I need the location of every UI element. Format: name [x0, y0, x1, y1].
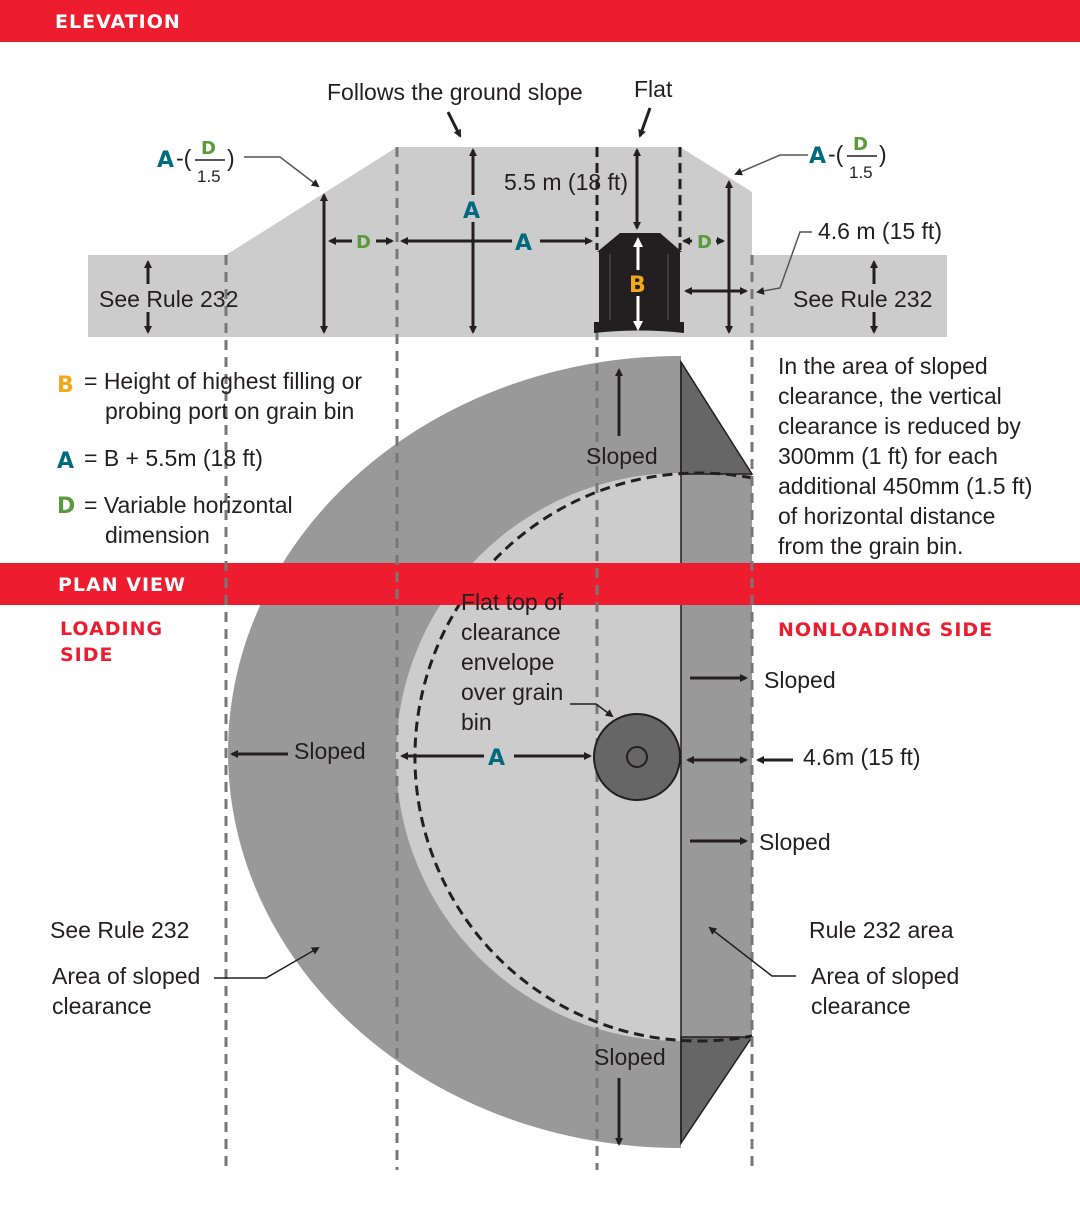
sloped-left-label: Sloped — [294, 738, 366, 764]
svg-text:clearance: clearance — [461, 619, 561, 645]
svg-text:from the grain bin.: from the grain bin. — [778, 533, 963, 559]
legend-a-text: = B + 5.5m (18 ft) — [84, 445, 263, 471]
legend-b-key: B — [57, 373, 74, 398]
svg-text:D: D — [201, 138, 216, 159]
sloped-corner-bottom — [680, 1036, 754, 1146]
svg-text:300mm (1 ft) for each: 300mm (1 ft) for each — [778, 443, 998, 469]
legend-d-line2: dimension — [105, 522, 210, 548]
sloped-bottom-label: Sloped — [594, 1044, 666, 1070]
svg-text:clearance, the vertical: clearance, the vertical — [778, 383, 1002, 409]
area-sloped-left-1: Area of sloped — [52, 963, 200, 989]
svg-text:D: D — [853, 134, 868, 155]
sloped-right-lower-label: Sloped — [759, 829, 831, 855]
a-vertical-label: A — [463, 199, 480, 224]
svg-text:1.5: 1.5 — [849, 163, 873, 182]
flat-label: Flat — [634, 76, 673, 102]
plan-view-header: PLAN VIEW — [58, 574, 186, 596]
elevation-header-bar — [0, 0, 1080, 42]
svg-text:envelope: envelope — [461, 649, 554, 675]
svg-text:In the area of sloped: In the area of sloped — [778, 353, 988, 379]
svg-text:over grain: over grain — [461, 679, 563, 705]
nonloading-side-label: NONLOADING SIDE — [778, 619, 993, 641]
sloped-right-upper-label: Sloped — [764, 667, 836, 693]
b-dimension-label: B — [629, 273, 646, 298]
area-sloped-right-1: Area of sloped — [811, 963, 959, 989]
legend-b-line1: = Height of highest filling or — [84, 368, 362, 394]
legend-a-key: A — [57, 449, 74, 474]
loading-side-label-2: SIDE — [60, 644, 114, 666]
a-horizontal-label: A — [515, 231, 532, 256]
grain-bin-elevation — [594, 233, 684, 333]
svg-text:-(: -( — [828, 141, 844, 167]
svg-text:bin: bin — [461, 709, 492, 735]
formula-right: A -( D 1.5 ) — [809, 134, 887, 182]
svg-text:additional 450mm (1.5 ft): additional 450mm (1.5 ft) — [778, 473, 1032, 499]
area-sloped-left-2: clearance — [52, 993, 152, 1019]
svg-text:Flat top of: Flat top of — [461, 589, 564, 615]
plan-sloped-area — [228, 356, 681, 1148]
d-right-label: D — [697, 232, 712, 253]
see-rule-232-plan: See Rule 232 — [50, 917, 189, 943]
d-left-label: D — [356, 232, 371, 253]
see-rule-232-left: See Rule 232 — [99, 286, 238, 312]
legend-d-line1: = Variable horizontal — [84, 492, 293, 518]
legend-b-line2: probing port on grain bin — [105, 398, 354, 424]
svg-text:): ) — [879, 141, 887, 167]
sloped-clearance-note: In the area of sloped clearance, the ver… — [778, 353, 1032, 559]
flat-top-label: Flat top of clearance envelope over grai… — [461, 589, 564, 735]
svg-text:1.5: 1.5 — [197, 167, 221, 186]
formula-left: A -( D 1.5 ) — [157, 138, 235, 186]
svg-text:clearance is reduced by: clearance is reduced by — [778, 413, 1021, 439]
svg-text:-(: -( — [176, 145, 192, 171]
svg-text:): ) — [227, 145, 235, 171]
see-rule-232-right: See Rule 232 — [793, 286, 932, 312]
height-5-5m-label: 5.5 m (18 ft) — [504, 169, 628, 195]
sloped-corner-top — [680, 359, 754, 475]
area-sloped-right-2: clearance — [811, 993, 911, 1019]
legend-d-key: D — [57, 494, 75, 519]
a-plan-label: A — [488, 746, 505, 771]
follows-slope-label: Follows the ground slope — [327, 79, 583, 105]
grain-bin-plan — [593, 713, 681, 801]
loading-side-label-1: LOADING — [60, 618, 163, 640]
rule-232-area-label: Rule 232 area — [809, 917, 954, 943]
clearance-4-6m-label: 4.6 m (15 ft) — [818, 218, 942, 244]
elevation-header: ELEVATION — [55, 11, 181, 33]
clearance-4-6m-plan-label: 4.6m (15 ft) — [803, 744, 921, 770]
plan-view-header-bar — [0, 563, 1080, 605]
svg-text:of horizontal distance: of horizontal distance — [778, 503, 995, 529]
svg-text:A: A — [809, 144, 826, 169]
bin-port-icon — [626, 746, 648, 768]
svg-text:A: A — [157, 148, 174, 173]
sloped-top-label: Sloped — [586, 443, 658, 469]
